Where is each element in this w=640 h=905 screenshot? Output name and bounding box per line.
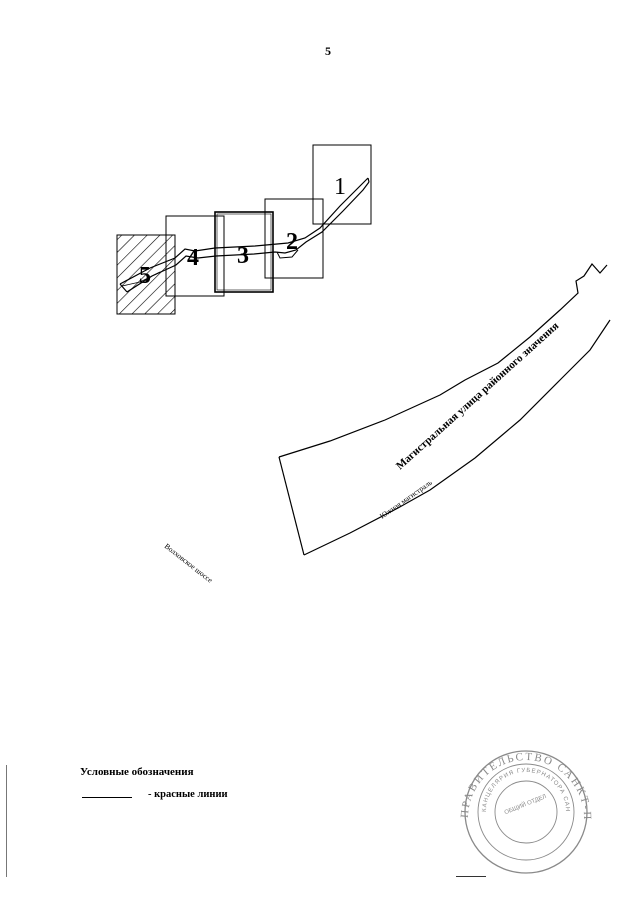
legend-red-line-sample [82, 797, 132, 798]
sheet-label-2: 2 [286, 229, 298, 255]
sheet-label-3: 3 [237, 243, 249, 269]
signature-dash [456, 876, 486, 877]
red-line-east-end [367, 177, 370, 183]
sheet-frame-2 [264, 198, 324, 279]
street-outlines [278, 263, 611, 556]
stamp-center-text: ОБЩИЙ ОТДЕЛ [503, 792, 547, 816]
stamp-inner-text: КАНЦЕЛЯРИЯ ГУБЕРНАТОРА САНКТ-ПЕТЕРБУРГА [0, 0, 569, 813]
sheet-label-5: 5 [139, 263, 151, 289]
stamp-outer-text: ПРАВИТЕЛЬСТВО САНКТ-ПЕТЕРБУРГА [0, 0, 591, 821]
main-street-west-edge [278, 456, 305, 556]
red-line-inner-loop [121, 271, 161, 287]
legend-title: Условные обозначения [80, 766, 194, 778]
main-street-north-edge [278, 263, 608, 458]
red-line-north [119, 177, 369, 285]
red-lines-corridor [119, 177, 370, 293]
red-line-node [276, 249, 299, 259]
sheet-frame-1 [312, 144, 372, 225]
sheet-labels: 1 2 3 4 5 [139, 174, 346, 289]
main-street-label: Магистральная улица районного значения [394, 320, 561, 472]
legend-red-lines-label: - красные линии [148, 789, 228, 800]
margin-line [6, 765, 7, 877]
main-street-south-edge [303, 319, 611, 556]
red-line-west-end [119, 283, 128, 293]
south-highway-label: Южная магистраль [378, 478, 434, 521]
sheet-label-1: 1 [334, 174, 346, 200]
official-stamp: ПРАВИТЕЛЬСТВО САНКТ-ПЕТЕРБУРГА КАНЦЕЛЯРИ… [0, 0, 591, 874]
red-line-south [126, 181, 370, 293]
page-number: 5 [325, 44, 331, 58]
sheet-frame-5 [116, 234, 176, 315]
sheet-label-4: 4 [187, 245, 199, 271]
sheet-frames [116, 144, 372, 315]
volkhovskoe-label: Волховское шоссе [163, 541, 215, 585]
